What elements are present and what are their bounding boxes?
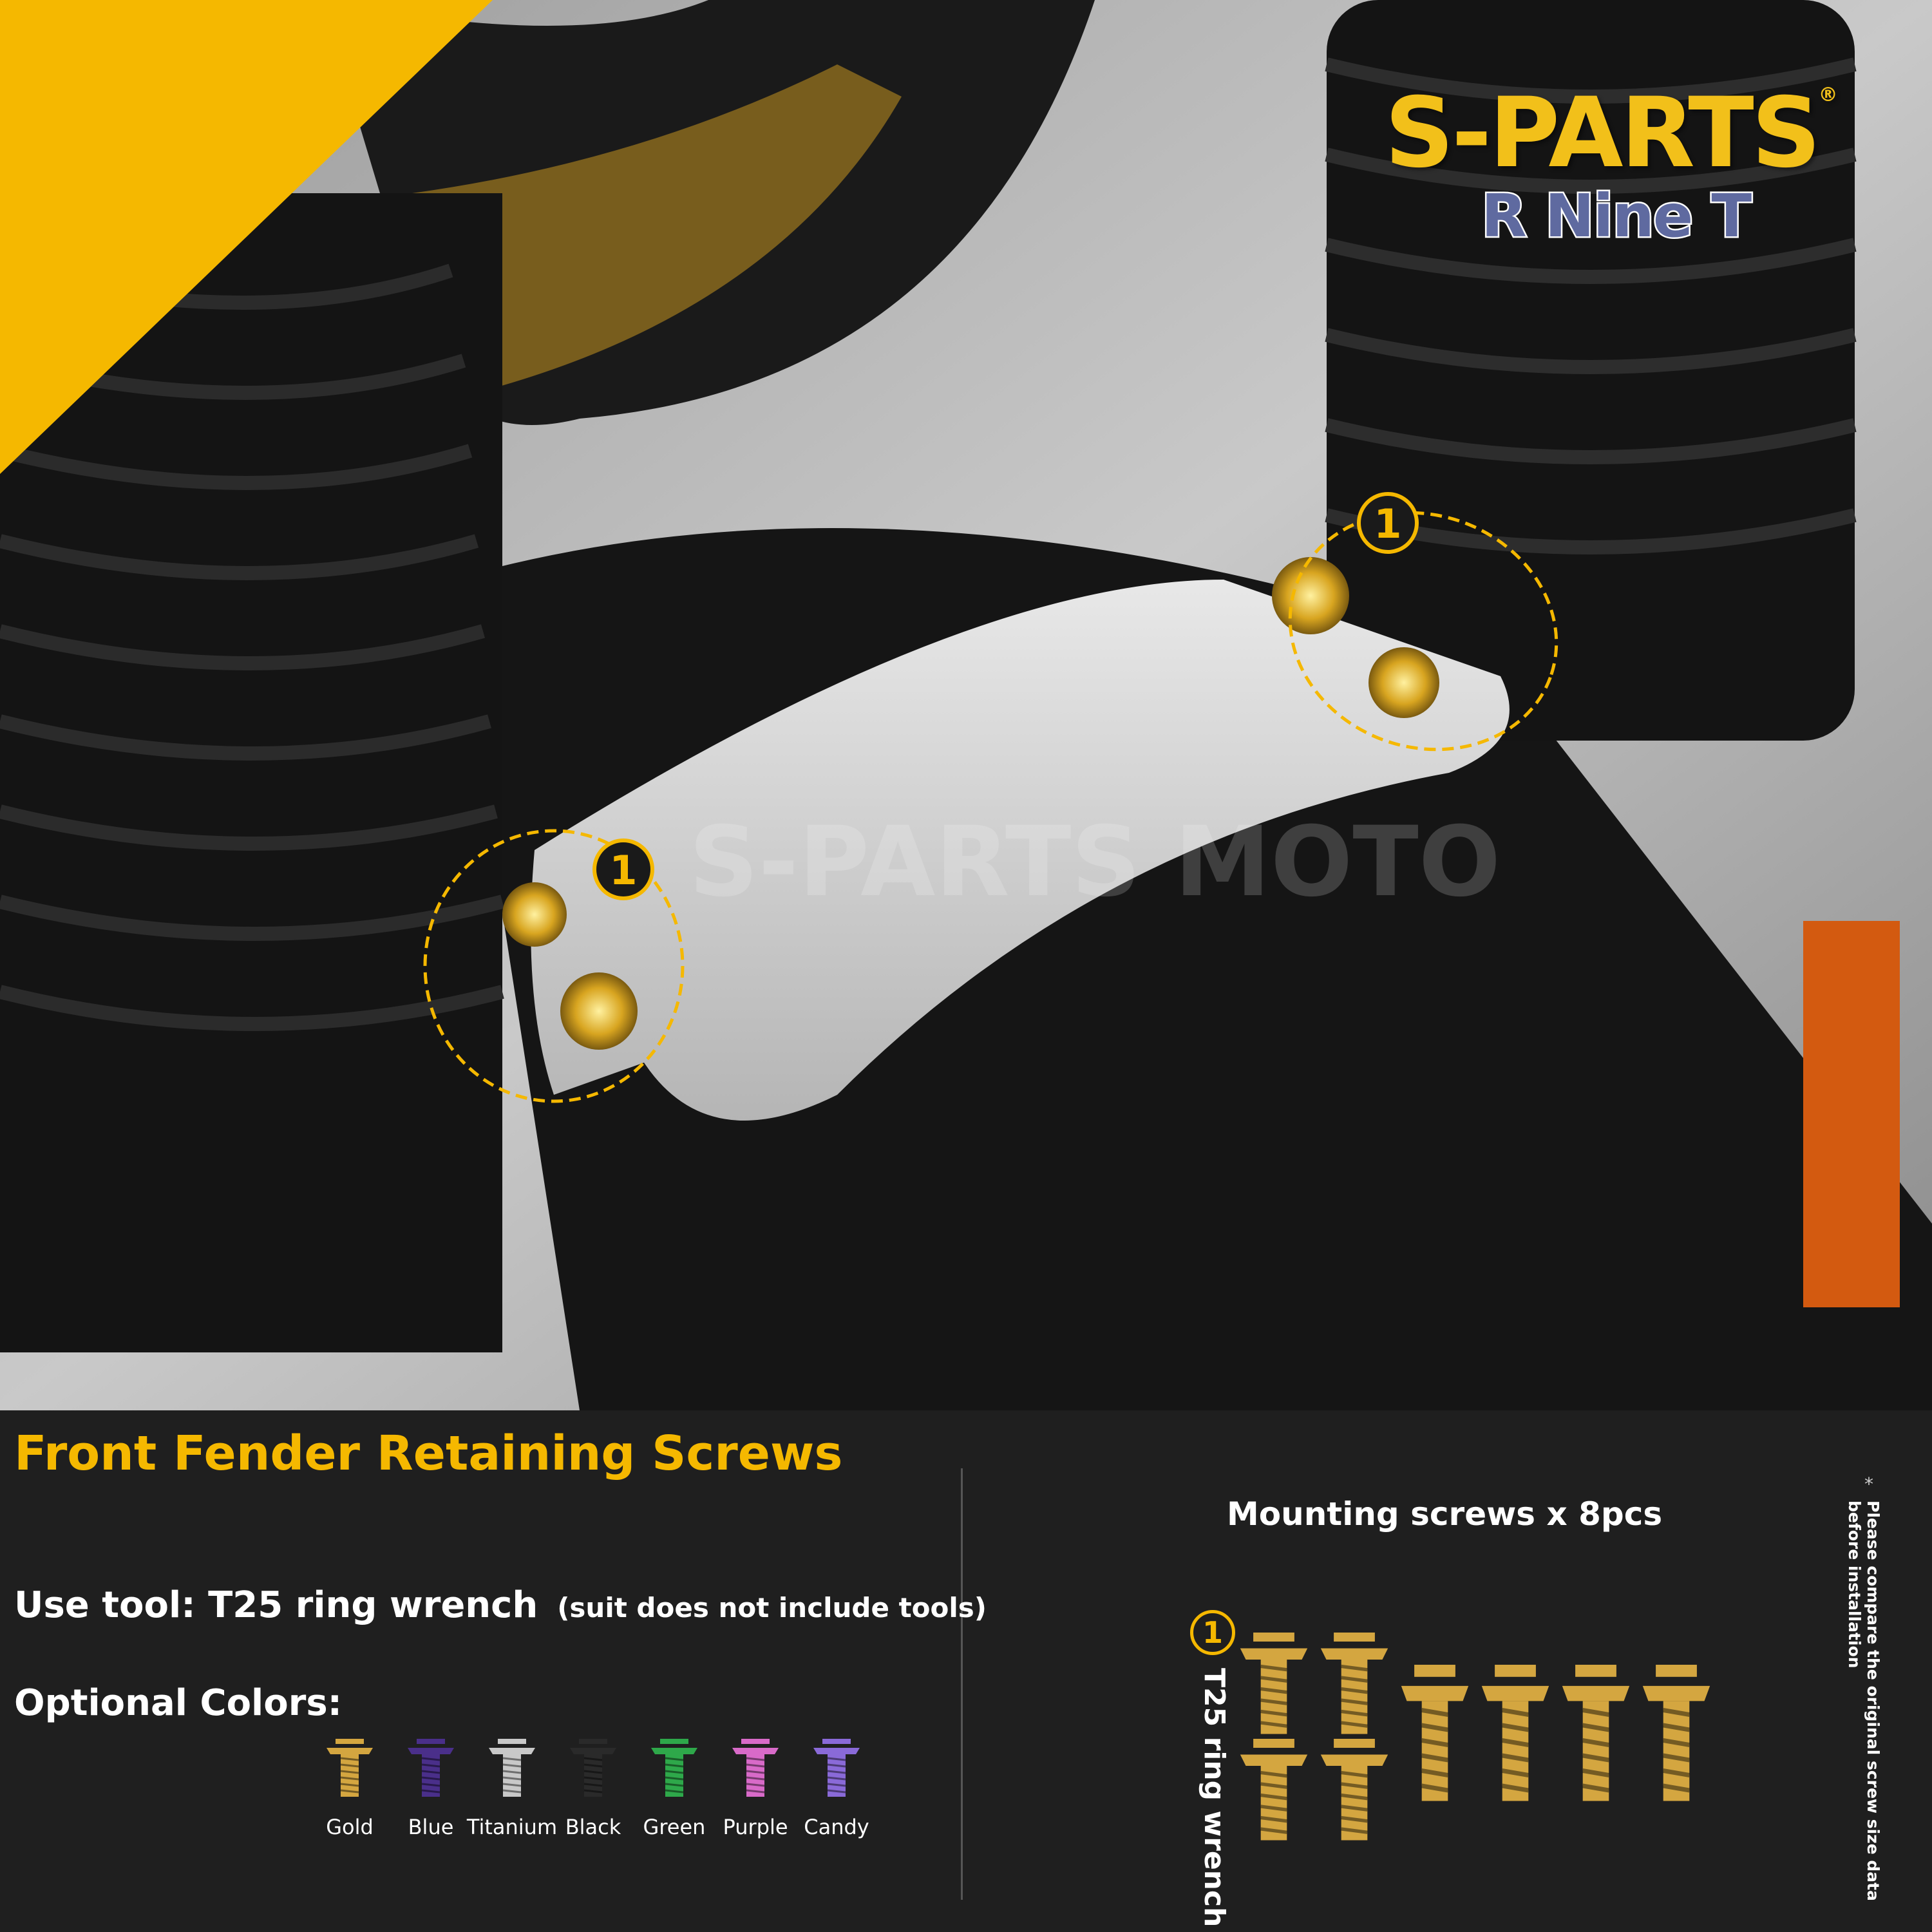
mounting-label: Mounting screws x 8pcs: [1227, 1495, 1663, 1533]
color-label: Black: [565, 1815, 621, 1839]
product-title: Front Fender Retaining Screws: [14, 1426, 843, 1481]
color-option-green: Green: [634, 1739, 715, 1839]
color-option-gold: Gold: [309, 1739, 390, 1839]
divider: [961, 1468, 963, 1900]
tool-info: Use tool: T25 ring wrench(suit does not …: [14, 1584, 987, 1626]
color-option-black: Black: [553, 1739, 634, 1839]
color-option-candy: Candy: [796, 1739, 877, 1839]
brand-logo: S-PARTS®: [1385, 77, 1838, 189]
screw-icon: [327, 1739, 373, 1797]
callout-badge: 1 1: [592, 492, 1419, 900]
corner-accent: [0, 0, 493, 474]
color-label: Gold: [326, 1815, 374, 1839]
color-swatches: Gold Blue Titanium Black Green Purple Candy: [309, 1739, 877, 1839]
color-label: Titanium: [466, 1815, 558, 1839]
fender-bracket: [531, 580, 1510, 1121]
optional-colors-label: Optional Colors:: [14, 1682, 343, 1724]
mounting-screw: [1562, 1665, 1630, 1801]
installation-note: Please compare the original screw size d…: [1845, 1501, 1882, 1901]
color-label: Purple: [723, 1815, 788, 1839]
screw-icon: [489, 1739, 535, 1797]
right-fork-bellows: [1325, 0, 1900, 1307]
screw-badge: 1: [1190, 1610, 1235, 1655]
mounting-screws: [1240, 1633, 1710, 1841]
mounting-screw: [1320, 1739, 1388, 1841]
mounting-screw: [1481, 1665, 1549, 1801]
screw-icon: [651, 1739, 697, 1797]
color-option-purple: Purple: [715, 1739, 796, 1839]
svg-text:1: 1: [1374, 500, 1401, 547]
screw-icon: [813, 1739, 860, 1797]
color-option-blue: Blue: [390, 1739, 471, 1839]
info-panel: Front Fender Retaining Screws Use tool: …: [0, 1410, 1932, 1932]
note-star: *: [1864, 1473, 1873, 1495]
product-photo: 1 1 S-PARTS MOTO: [0, 0, 1932, 1410]
mounting-screw: [1320, 1633, 1388, 1734]
color-label: Green: [643, 1815, 706, 1839]
model-name: R Nine T: [1479, 180, 1753, 252]
color-option-titanium: Titanium: [467, 1739, 557, 1839]
color-label: Candy: [804, 1815, 869, 1839]
screw-icon: [408, 1739, 454, 1797]
mounting-screw: [1240, 1739, 1308, 1841]
mounting-screw: [1642, 1665, 1710, 1801]
wrench-label: T25 ring wrench: [1198, 1668, 1231, 1927]
svg-text:1: 1: [609, 847, 637, 894]
watermark: S-PARTS MOTO: [689, 806, 1501, 918]
color-label: Blue: [408, 1815, 454, 1839]
screw-icon: [570, 1739, 616, 1797]
mounting-screw: [1240, 1633, 1308, 1734]
mounting-screw: [1401, 1665, 1469, 1801]
screw-icon: [732, 1739, 779, 1797]
